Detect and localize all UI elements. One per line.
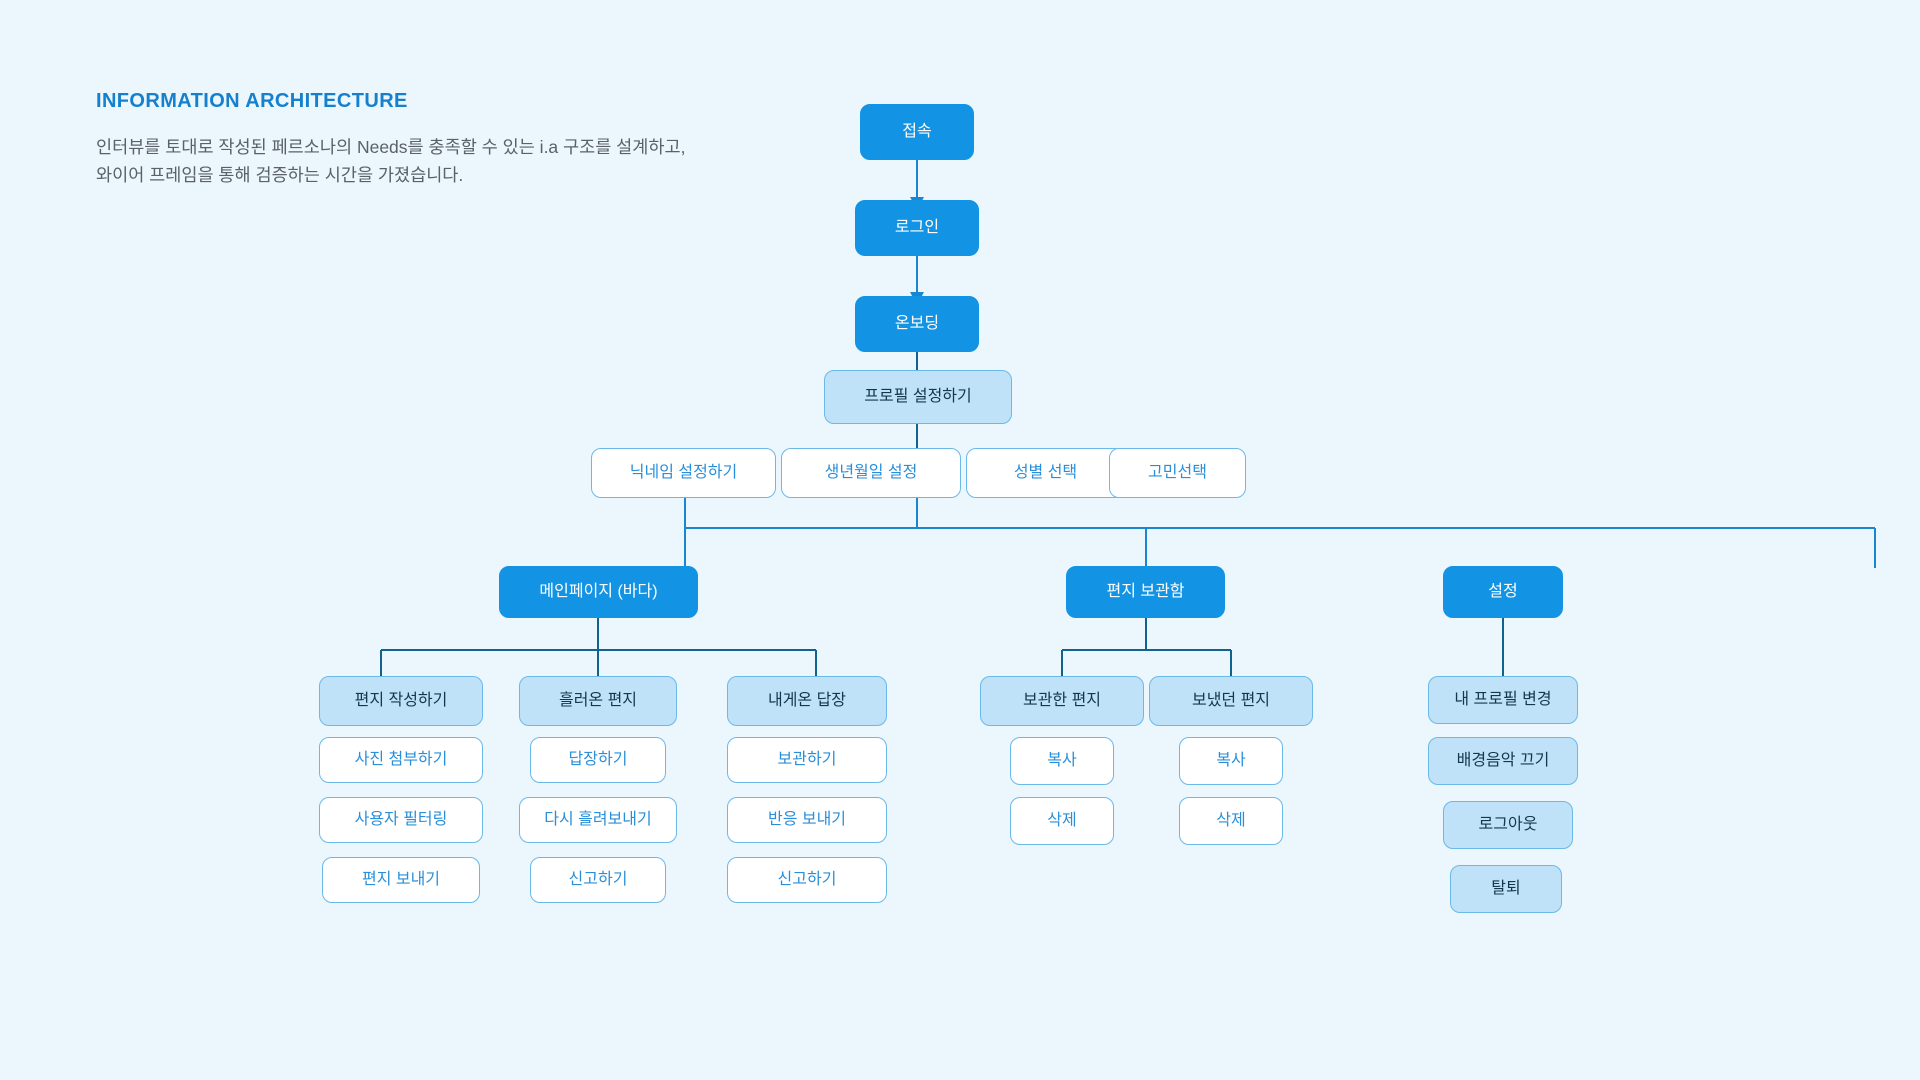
node-reply-label: 답장하기 — [568, 750, 628, 768]
node-copy-stored-label: 복사 — [1047, 751, 1077, 769]
node-sent-letters[interactable]: 보냈던 편지 — [1149, 676, 1313, 726]
node-settings[interactable]: 설정 — [1443, 566, 1563, 618]
node-withdraw-label: 탈퇴 — [1491, 879, 1521, 897]
node-change-profile-label: 내 프로필 변경 — [1454, 690, 1552, 708]
node-reply-to-me[interactable]: 내게온 답장 — [727, 676, 887, 726]
node-delete-sent[interactable]: 삭제 — [1179, 797, 1283, 845]
node-profile-setup-label: 프로필 설정하기 — [864, 387, 972, 405]
node-send-reaction-label: 반응 보내기 — [767, 810, 847, 828]
node-report-reply[interactable]: 신고하기 — [727, 857, 887, 903]
node-user-filtering[interactable]: 사용자 필터링 — [319, 797, 483, 843]
node-archive-label: 보관하기 — [777, 750, 837, 768]
node-delete-stored[interactable]: 삭제 — [1010, 797, 1114, 845]
node-report-drifted-label: 신고하기 — [568, 870, 628, 888]
node-write-letter-label: 편지 작성하기 — [354, 691, 448, 709]
node-send-letter-label: 편지 보내기 — [361, 870, 441, 888]
node-drifted-letter-label: 흘러온 편지 — [558, 691, 638, 709]
node-profile-child-nickname-label: 닉네임 설정하기 — [629, 463, 738, 481]
node-attach-photo-label: 사진 첨부하기 — [354, 750, 448, 768]
heading-block: INFORMATION ARCHITECTURE 인터뷰를 토대로 작성된 페르… — [96, 90, 796, 190]
node-onboarding-label: 온보딩 — [894, 314, 940, 332]
node-copy-sent-label: 복사 — [1216, 751, 1246, 769]
page-title: INFORMATION ARCHITECTURE — [96, 90, 408, 112]
description-line-1: 인터뷰를 토대로 작성된 페르소나의 Needs를 충족할 수 있는 i.a 구… — [96, 137, 686, 157]
node-report-reply-label: 신고하기 — [777, 870, 837, 888]
node-send-letter[interactable]: 편지 보내기 — [322, 857, 480, 903]
node-stored-letters[interactable]: 보관한 편지 — [980, 676, 1144, 726]
node-letter-box[interactable]: 편지 보관함 — [1066, 566, 1225, 618]
description-line-2: 와이어 프레임을 통해 검증하는 시간을 가졌습니다. — [96, 165, 464, 186]
node-main-page-label: 메인페이지 (바다) — [539, 582, 658, 600]
node-archive[interactable]: 보관하기 — [727, 737, 887, 783]
node-reply-to-me-label: 내게온 답장 — [767, 691, 847, 709]
node-report-drifted[interactable]: 신고하기 — [530, 857, 666, 903]
page-description: 인터뷰를 토대로 작성된 페르소나의 Needs를 충족할 수 있는 i.a 구… — [96, 133, 796, 190]
node-send-adrift-again-label: 다시 흘려보내기 — [544, 810, 652, 828]
node-profile-child-gender-label: 성별 선택 — [1013, 463, 1078, 481]
node-profile-setup[interactable]: 프로필 설정하기 — [824, 370, 1012, 424]
node-profile-child-concern[interactable]: 고민선택 — [1109, 448, 1246, 498]
node-user-filtering-label: 사용자 필터링 — [354, 810, 448, 828]
node-copy-stored[interactable]: 복사 — [1010, 737, 1114, 785]
node-letter-box-label: 편지 보관함 — [1106, 582, 1185, 600]
node-withdraw[interactable]: 탈퇴 — [1450, 865, 1562, 913]
node-profile-child-concern-label: 고민선택 — [1148, 463, 1207, 481]
node-stored-letters-label: 보관한 편지 — [1022, 691, 1102, 709]
node-change-profile[interactable]: 내 프로필 변경 — [1428, 676, 1578, 724]
node-sent-letters-label: 보냈던 편지 — [1191, 691, 1271, 709]
node-write-letter[interactable]: 편지 작성하기 — [319, 676, 483, 726]
node-onboarding[interactable]: 온보딩 — [855, 296, 979, 352]
node-send-adrift-again[interactable]: 다시 흘려보내기 — [519, 797, 677, 843]
node-settings-label: 설정 — [1488, 582, 1518, 600]
node-mute-bgm-label: 배경음악 끄기 — [1456, 751, 1550, 769]
node-attach-photo[interactable]: 사진 첨부하기 — [319, 737, 483, 783]
node-copy-sent[interactable]: 복사 — [1179, 737, 1283, 785]
node-profile-child-nickname[interactable]: 닉네임 설정하기 — [591, 448, 776, 498]
node-logout[interactable]: 로그아웃 — [1443, 801, 1573, 849]
node-delete-sent-label: 삭제 — [1216, 811, 1246, 829]
node-access-label: 접속 — [902, 122, 932, 140]
node-delete-stored-label: 삭제 — [1047, 811, 1077, 829]
node-access[interactable]: 접속 — [860, 104, 974, 160]
node-send-reaction[interactable]: 반응 보내기 — [727, 797, 887, 843]
node-profile-child-gender[interactable]: 성별 선택 — [966, 448, 1125, 498]
node-login-label: 로그인 — [894, 218, 940, 236]
node-main-page[interactable]: 메인페이지 (바다) — [499, 566, 698, 618]
node-profile-child-birthdate-label: 생년월일 설정 — [824, 463, 918, 481]
node-drifted-letter[interactable]: 흘러온 편지 — [519, 676, 677, 726]
node-mute-bgm[interactable]: 배경음악 끄기 — [1428, 737, 1578, 785]
node-logout-label: 로그아웃 — [1478, 815, 1538, 833]
node-login[interactable]: 로그인 — [855, 200, 979, 256]
node-profile-child-birthdate[interactable]: 생년월일 설정 — [781, 448, 961, 498]
node-reply[interactable]: 답장하기 — [530, 737, 666, 783]
